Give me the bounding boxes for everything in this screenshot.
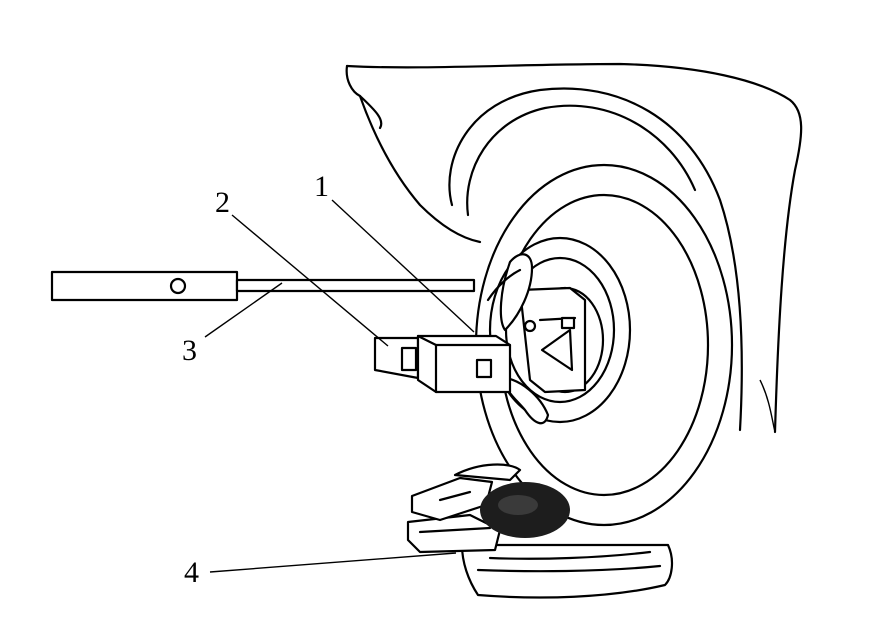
leader-line-4 [209, 552, 457, 573]
turntable [406, 463, 674, 599]
callout-1: 1 [314, 170, 329, 203]
sensor-head [373, 334, 512, 394]
callout-3: 3 [182, 334, 197, 367]
leader-line-1 [331, 199, 475, 333]
leader-line-3 [204, 282, 283, 338]
fender [345, 62, 803, 434]
rim-clamp [486, 253, 550, 425]
measuring-rod [50, 270, 476, 302]
leader-line-2 [231, 214, 389, 347]
callout-4: 4 [184, 556, 199, 589]
leader-lines [204, 199, 475, 573]
callout-2: 2 [215, 186, 230, 219]
